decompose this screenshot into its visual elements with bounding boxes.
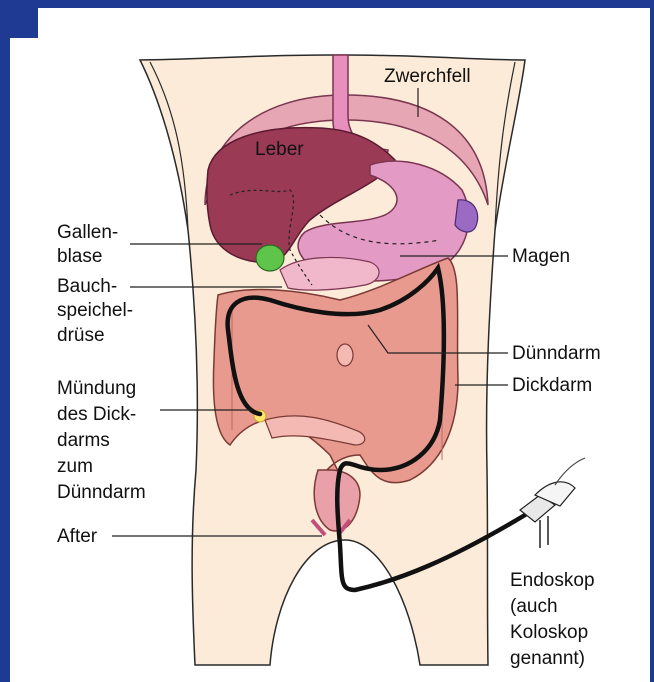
label-zwerchfell: Zwerchfell <box>384 66 471 87</box>
label-leber: Leber <box>255 139 304 160</box>
label-endoskop-3: Koloskop <box>510 622 588 643</box>
label-muendung-5: Dünndarm <box>57 482 146 503</box>
label-muendung-4: zum <box>57 456 93 477</box>
label-muendung-3: darms <box>57 430 110 451</box>
label-endoskop-2: (auch <box>510 596 558 617</box>
label-gallenblase-2: blase <box>57 246 102 267</box>
label-bauch-2: speichel- <box>57 300 133 321</box>
label-muendung-2: des Dick- <box>57 404 136 425</box>
label-after: After <box>57 526 98 547</box>
endoscope-handle <box>520 458 585 548</box>
label-endoskop-1: Endoskop <box>510 570 595 591</box>
label-muendung-1: Mündung <box>57 378 136 399</box>
label-magen: Magen <box>512 246 570 267</box>
label-endoskop-4: genannt) <box>510 648 585 669</box>
label-gallenblase-1: Gallen- <box>57 222 118 243</box>
label-dickdarm: Dickdarm <box>512 375 592 396</box>
label-duenndarm: Dünndarm <box>512 343 601 364</box>
pancreas <box>280 257 379 290</box>
gallbladder <box>256 245 284 271</box>
label-bauch-3: drüse <box>57 325 105 346</box>
label-bauch-1: Bauch- <box>57 276 117 297</box>
duodenum-end <box>337 344 353 366</box>
